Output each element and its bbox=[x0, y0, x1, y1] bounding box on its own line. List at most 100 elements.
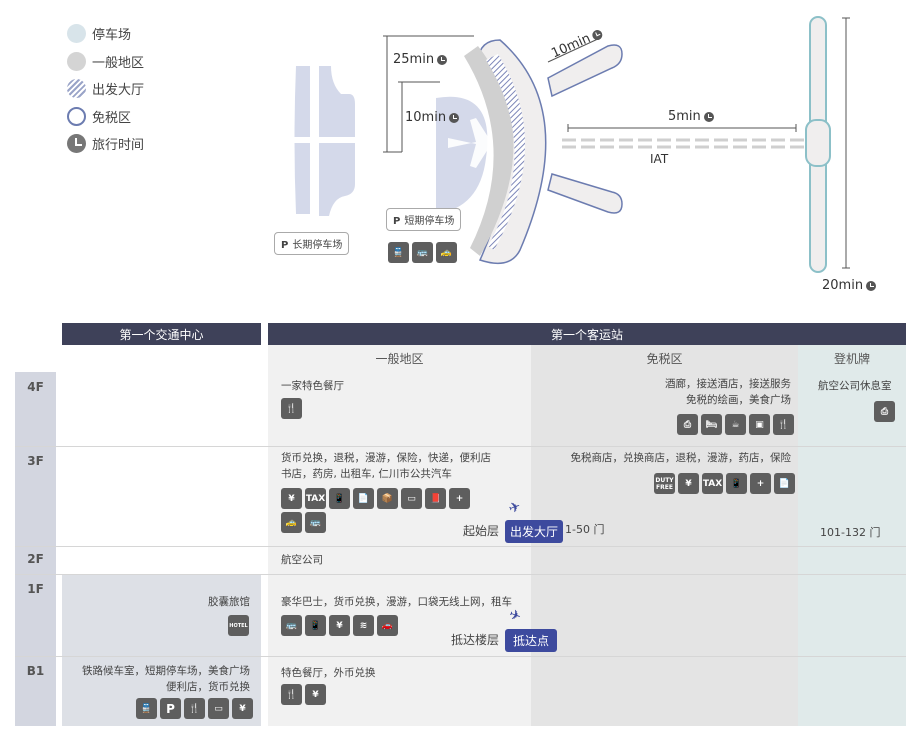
time-10min-parking: 10min bbox=[405, 110, 460, 125]
duty-free-shop-icon: DUTY FREE bbox=[654, 473, 675, 494]
dutyfree-subheader: 免税区 bbox=[646, 352, 683, 366]
legend-label: 出发大厅 bbox=[92, 83, 145, 98]
train-icon: 🚆 bbox=[388, 242, 409, 263]
currency-exchange-icon: ¥ bbox=[305, 684, 326, 705]
dimension-lines bbox=[383, 17, 850, 269]
bed-icon: 🛏 bbox=[701, 414, 722, 435]
departure-hall-swatch-icon bbox=[67, 79, 86, 98]
insurance-icon: 📄 bbox=[353, 488, 374, 509]
time-label: 25min bbox=[393, 52, 435, 67]
duty-free-swatch-icon bbox=[67, 107, 86, 126]
row-divider bbox=[15, 656, 906, 657]
delivery-icon: 📦 bbox=[377, 488, 398, 509]
pharmacy-icon: + bbox=[750, 473, 771, 494]
f3-gate-column-text: 101-132 门 bbox=[820, 526, 881, 539]
b1-center-text: 便利店，货币兑换 bbox=[166, 681, 250, 693]
bus-icon: 🚌 bbox=[305, 512, 326, 533]
b1-general-text: 特色餐厅，外币兑换 bbox=[281, 667, 376, 679]
time-label: 10min bbox=[405, 110, 447, 125]
general-area-subheader: 一般地区 bbox=[375, 352, 424, 366]
legend-label: 免税区 bbox=[92, 111, 132, 126]
hotel-icon: HOTEL bbox=[228, 615, 249, 636]
insurance-icon: 📄 bbox=[774, 473, 795, 494]
f1-center-text: 胶囊旅馆 bbox=[208, 596, 250, 608]
f3-dutyfree-icons: DUTY FREE ¥ TAX 📱 + 📄 bbox=[654, 473, 795, 494]
parking-swatch-icon bbox=[67, 24, 86, 43]
terminal-header: 第一个客运站 bbox=[268, 323, 906, 345]
f3-general-text: 书店，药房, 出租车, 仁川市公共汽车 bbox=[281, 468, 452, 480]
clock-icon bbox=[449, 112, 460, 123]
terminal-map bbox=[292, 16, 850, 273]
gallery-icon: ▣ bbox=[749, 414, 770, 435]
time-label: 5min bbox=[668, 109, 701, 124]
parking-p-icon: P bbox=[281, 240, 289, 251]
long-term-parking-shape bbox=[292, 66, 358, 216]
b1-center-icons: 🚆 P 🍴 ▭ ¥ bbox=[136, 698, 253, 719]
dutyfree-column bbox=[531, 345, 798, 726]
f3-general-text: 货币兑换，退税，漫游，保险，快递，便利店 bbox=[281, 452, 491, 464]
departure-hall-badge: 出发大厅 bbox=[505, 520, 564, 543]
concourse-shape bbox=[805, 16, 831, 273]
tax-refund-icon: TAX bbox=[305, 488, 326, 509]
floor-label: B1 bbox=[26, 664, 45, 678]
row-divider bbox=[15, 574, 906, 575]
legend-label: 停车场 bbox=[92, 28, 132, 43]
b1-center-text: 铁路候车室，短期停车场，美食广场 bbox=[82, 665, 250, 677]
f2-general-text: 航空公司 bbox=[281, 554, 323, 566]
parking-icon: P bbox=[160, 698, 181, 719]
time-20min: 20min bbox=[822, 278, 877, 293]
bus-icon: 🚌 bbox=[281, 615, 302, 636]
floor-label: 4F bbox=[27, 380, 44, 394]
clock-icon bbox=[703, 111, 714, 122]
pharmacy-icon: + bbox=[449, 488, 470, 509]
coffee-icon: ☕ bbox=[725, 414, 746, 435]
f4-gate-text: 航空公司休息室 bbox=[818, 380, 892, 392]
gate-subheader: 登机牌 bbox=[833, 352, 870, 366]
legend-label: 一般地区 bbox=[92, 56, 145, 71]
callout-label: 短期停车场 bbox=[404, 216, 455, 227]
row-divider bbox=[15, 546, 906, 547]
roaming-icon: 📱 bbox=[726, 473, 747, 494]
taxi-icon: 🚕 bbox=[436, 242, 457, 263]
restaurant-icon: 🍴 bbox=[773, 414, 794, 435]
book-icon: 📕 bbox=[425, 488, 446, 509]
arrival-badge: 抵达点 bbox=[505, 629, 558, 652]
f4-gate-icons: ⎙ bbox=[874, 401, 895, 422]
time-5min: 5min bbox=[668, 109, 714, 124]
clock-icon bbox=[67, 134, 86, 153]
f1-general-icons: 🚌 📱 ¥ ≋ 🚗 bbox=[281, 615, 398, 636]
f1-arrive-label: 抵达楼层 bbox=[451, 633, 500, 647]
transport-icons: 🚆 🚌 🚕 bbox=[388, 242, 457, 263]
short-term-parking-shape bbox=[436, 96, 503, 214]
f4-dutyfree-text: 免税的绘画，美食广场 bbox=[686, 394, 791, 406]
printer-icon: ⎙ bbox=[874, 401, 895, 422]
legend-dutyfree: 免税区 bbox=[67, 107, 131, 126]
departure-hall-shape bbox=[486, 54, 526, 250]
currency-exchange-icon: ¥ bbox=[232, 698, 253, 719]
f4-general-text: 一家特色餐厅 bbox=[281, 380, 344, 392]
f3-gates-text: 1-50 门 bbox=[565, 523, 605, 536]
restaurant-icon: 🍴 bbox=[184, 698, 205, 719]
f3-start-label: 起始层 bbox=[463, 524, 500, 538]
time-label: 20min bbox=[822, 278, 864, 293]
f1-center-icons: HOTEL bbox=[228, 615, 249, 636]
roaming-icon: 📱 bbox=[305, 615, 326, 636]
legend-parking: 停车场 bbox=[67, 24, 131, 43]
clock-icon bbox=[437, 54, 448, 65]
b1-general-icons: 🍴 ¥ bbox=[281, 684, 326, 705]
callout-label: 长期停车场 bbox=[292, 240, 343, 251]
store-icon: ▭ bbox=[401, 488, 422, 509]
floor-column bbox=[15, 372, 56, 726]
f4-dutyfree-text: 酒廊，接送酒店，接送服务 bbox=[665, 378, 791, 390]
time-25min: 25min bbox=[393, 52, 448, 67]
f3-dutyfree-text: 免税商店，兑换商店，退税，漫游，药店，保险 bbox=[570, 452, 792, 464]
legend-general: 一般地区 bbox=[67, 52, 144, 71]
currency-exchange-icon: ¥ bbox=[329, 615, 350, 636]
tax-refund-icon: TAX bbox=[702, 473, 723, 494]
f1-general-text: 豪华巴士，货币兑换，漫游，口袋无线上网，租车 bbox=[281, 596, 512, 608]
floor-label: 3F bbox=[27, 454, 44, 468]
clock-icon bbox=[866, 280, 877, 291]
f4-general-icons: 🍴 bbox=[281, 398, 302, 419]
car-rental-icon: 🚗 bbox=[377, 615, 398, 636]
